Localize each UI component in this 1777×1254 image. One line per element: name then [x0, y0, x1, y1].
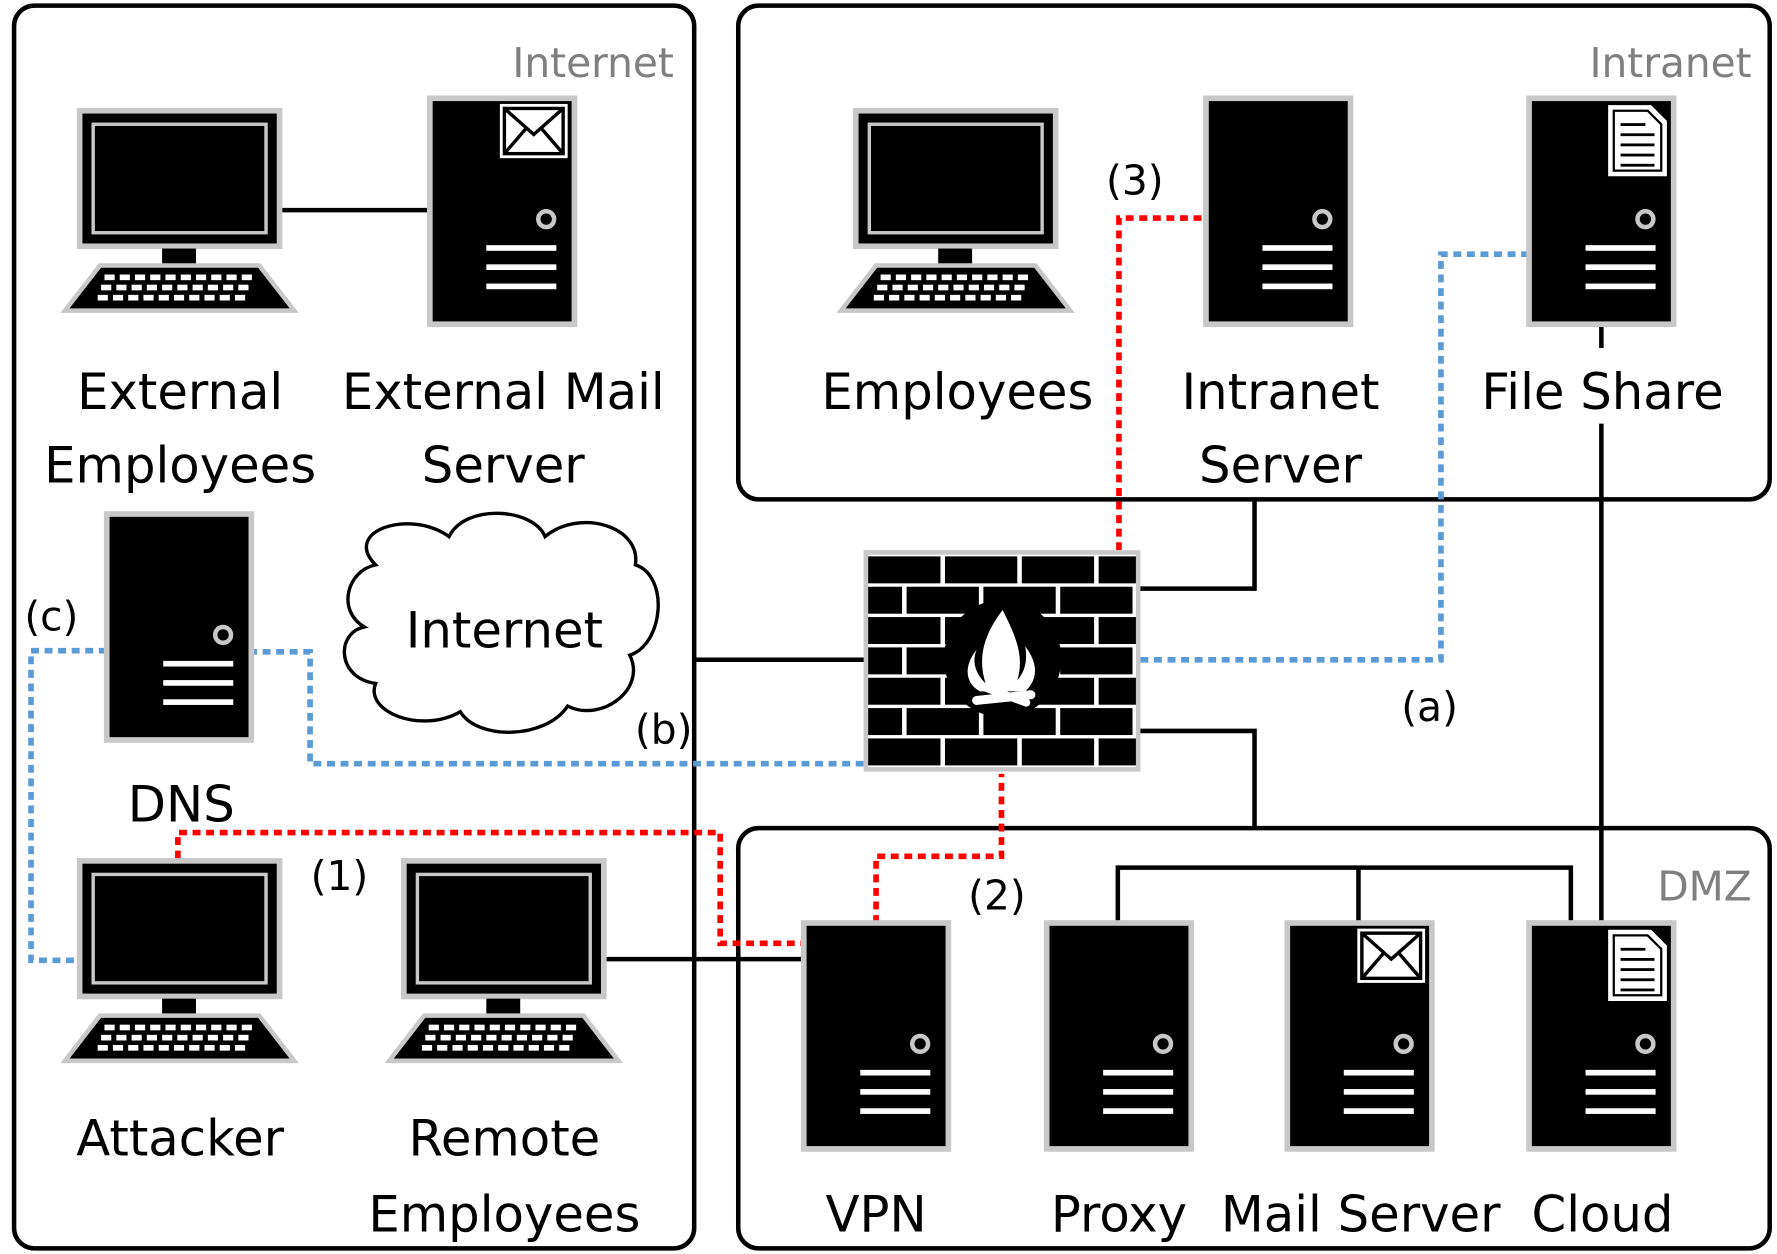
external-mail-server-label-1: External Mail: [342, 363, 665, 421]
marker-b: (b): [635, 705, 693, 753]
intranet-server-label-1: Intranet: [1181, 363, 1379, 421]
cloud-server-icon: [1526, 920, 1677, 1152]
file-share-label: File Share: [1481, 363, 1723, 421]
power-button-icon: [536, 209, 557, 230]
intranet-server-label-2: Server: [1199, 436, 1363, 494]
file-share-server-icon: [1526, 95, 1677, 328]
employees-label: Employees: [821, 363, 1093, 421]
remote-employees-label-1: Remote: [409, 1110, 601, 1168]
remote-employees-label-2: Employees: [368, 1185, 640, 1243]
intranet-zone-label: Intranet: [1590, 39, 1752, 87]
internet-cloud-icon: [342, 511, 660, 734]
document-icon: [1608, 929, 1667, 1001]
dns-server-icon: [103, 511, 255, 743]
marker-c: (c): [24, 592, 78, 640]
attack-path-1: [175, 829, 804, 947]
internet-cloud-label: Internet: [406, 601, 603, 659]
attacker-label: Attacker: [76, 1110, 284, 1168]
marker-2: (2): [968, 871, 1026, 919]
attack-path-2: [873, 773, 1005, 923]
power-button-icon: [1152, 1033, 1174, 1055]
vpn-label: VPN: [826, 1185, 927, 1243]
dns-label: DNS: [128, 775, 235, 833]
remote-employees-monitor-icon: [384, 858, 624, 1064]
marker-1: (1): [311, 852, 369, 900]
dmz-zone-label: DMZ: [1657, 862, 1751, 910]
proxy-label: Proxy: [1051, 1185, 1187, 1243]
marker-a: (a): [1401, 683, 1458, 731]
firewall-icon: [863, 550, 1141, 772]
intranet-server-icon: [1203, 95, 1354, 328]
power-button-icon: [1635, 209, 1656, 230]
mail-server-icon: [1284, 920, 1435, 1152]
external-employees-label-1: External: [77, 363, 283, 421]
proxy-server-icon: [1043, 920, 1195, 1152]
marker-3: (3): [1106, 156, 1164, 204]
employees-monitor-icon: [836, 107, 1075, 313]
power-button-icon: [1312, 209, 1333, 230]
vpn-server-icon: [800, 920, 952, 1152]
dns-path-c: [28, 647, 107, 964]
link-dmz-bus: [1115, 865, 1574, 927]
power-button-icon: [1635, 1033, 1656, 1055]
attack-path-3: [1116, 215, 1206, 551]
external-mail-server-icon: [427, 95, 578, 328]
internet-zone: [11, 3, 697, 1251]
dns-path-b: [251, 649, 864, 767]
attacker-monitor-icon: [60, 858, 299, 1064]
fire-icon: [967, 610, 1035, 692]
power-button-icon: [909, 1033, 931, 1055]
power-button-icon: [1393, 1033, 1414, 1055]
internet-zone-label: Internet: [512, 39, 673, 87]
document-icon: [1608, 105, 1667, 177]
link-firewall-dmz: [1138, 728, 1257, 829]
cloud-label: Cloud: [1532, 1185, 1674, 1243]
power-button-icon: [212, 624, 234, 646]
dns-path-a: [1140, 251, 1530, 663]
external-mail-server-label-2: Server: [422, 436, 586, 494]
mail-server-label: Mail Server: [1221, 1185, 1501, 1243]
link-firewall-intranet: [1138, 499, 1257, 591]
external-employees-label-2: Employees: [44, 436, 316, 494]
external-employees-monitor-icon: [60, 107, 299, 313]
